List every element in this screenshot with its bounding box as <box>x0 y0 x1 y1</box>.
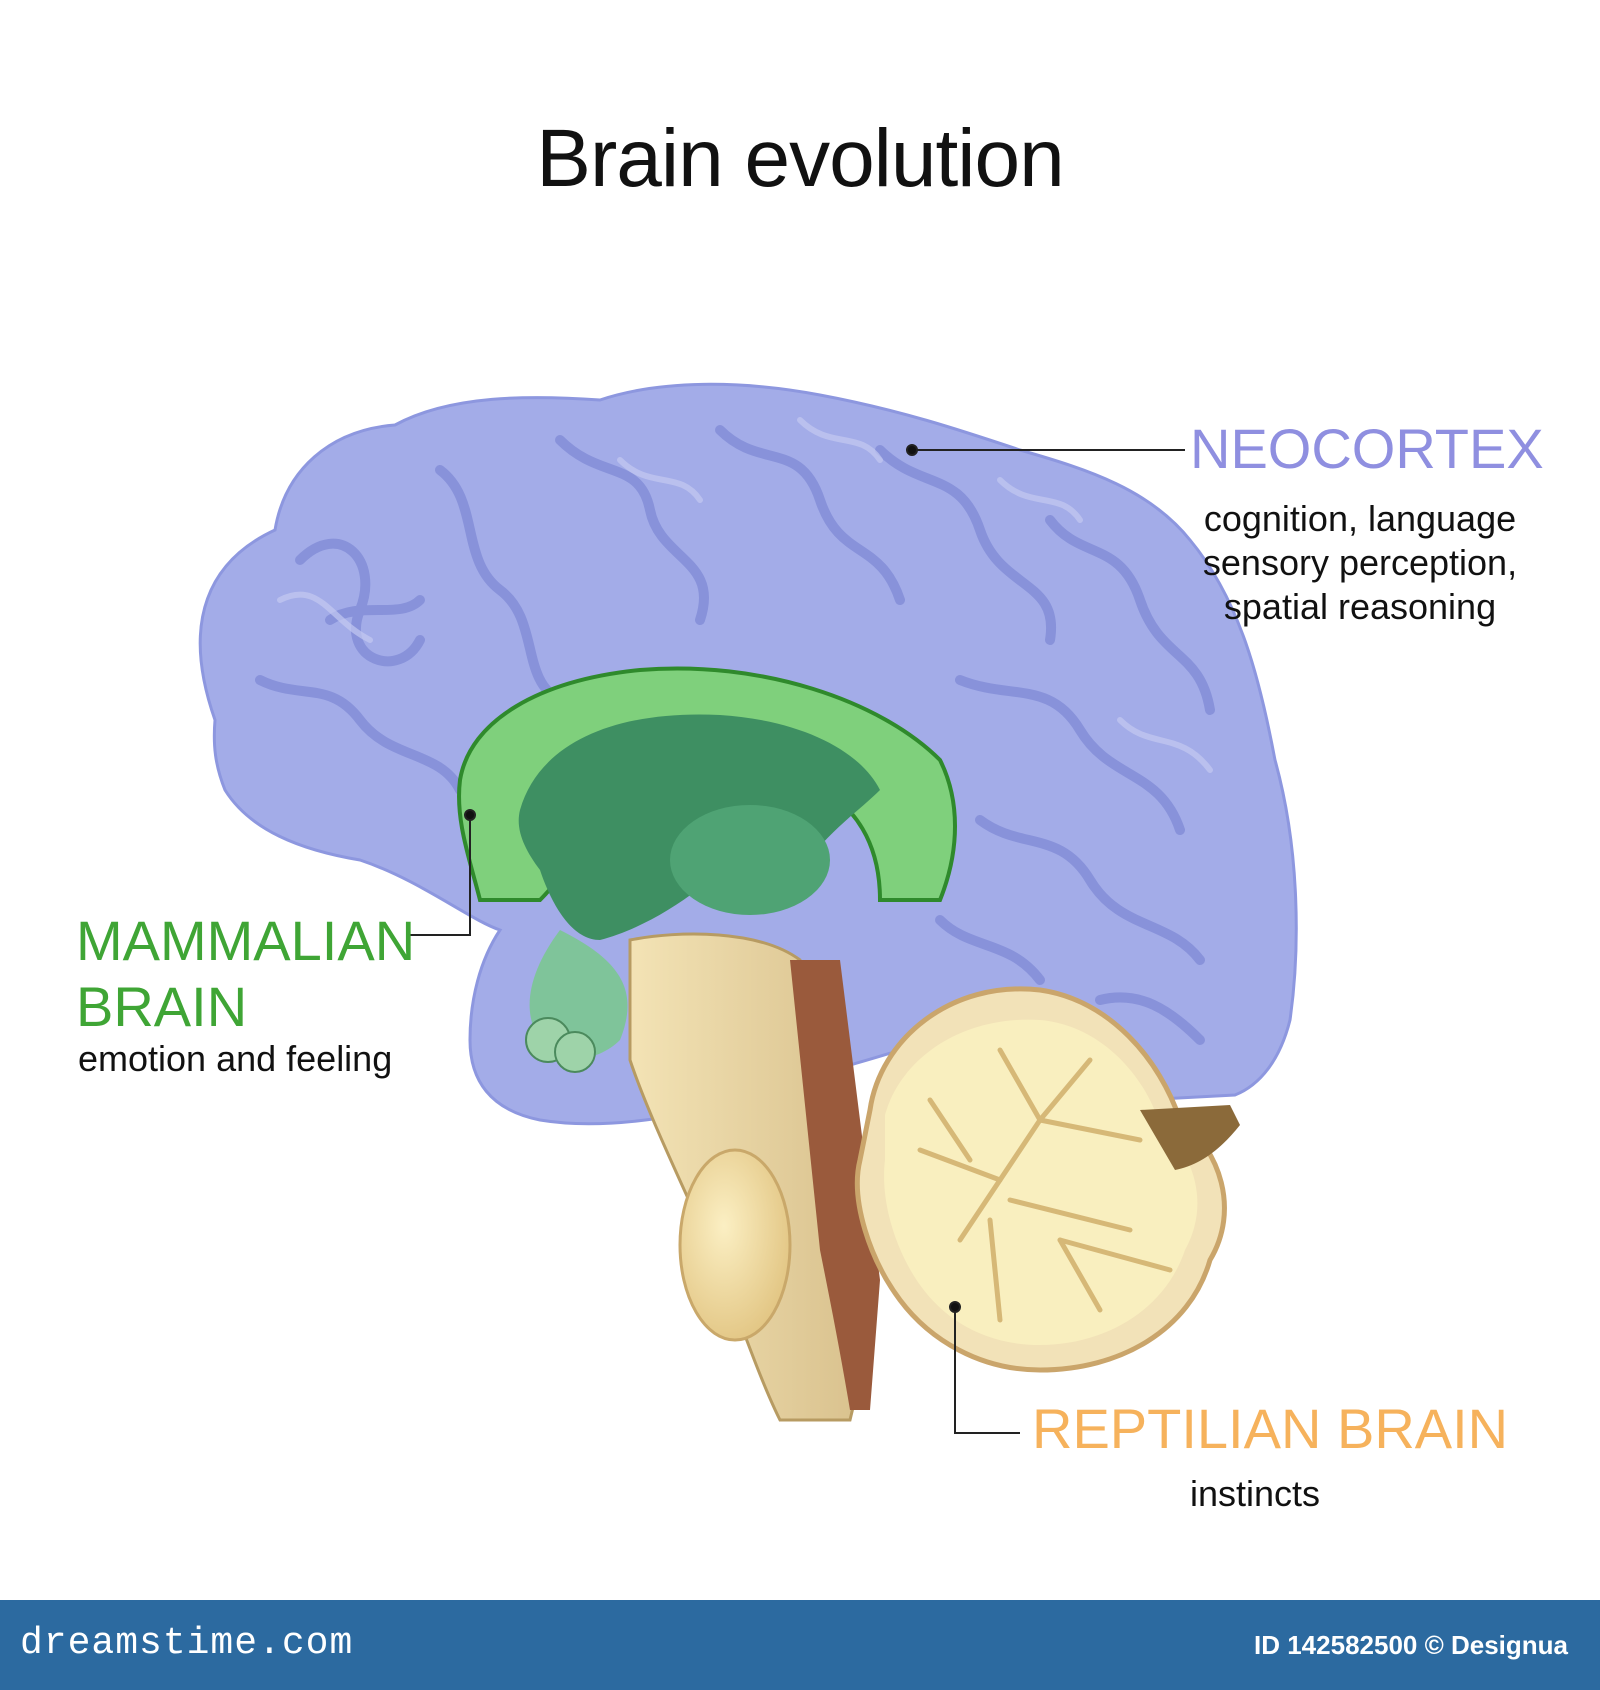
neocortex-desc-line: sensory perception, <box>1202 541 1518 583</box>
mammalian-brain-shape <box>457 666 957 1073</box>
mammalian-brain-description: emotion and feeling <box>78 1038 393 1079</box>
brain-diagram <box>198 382 1298 1434</box>
brain-stem-shape <box>628 932 880 1422</box>
neocortex-leader <box>906 444 1185 456</box>
diagram-title: Brain evolution <box>536 113 1064 204</box>
reptilian-brain-description: instincts <box>1190 1473 1321 1514</box>
mammalian-label-line: BRAIN <box>76 975 248 1039</box>
footer-bar: dreamstime.com ID 142582500 © Designua <box>0 1600 1600 1690</box>
reptilian-leader <box>949 1301 1020 1434</box>
reptilian-brain-shape <box>854 986 1240 1373</box>
footer-site[interactable]: dreamstime.com <box>20 1622 354 1665</box>
neocortex-desc-line: spatial reasoning <box>1223 585 1497 627</box>
neocortex-desc-line: cognition, language <box>1203 498 1517 539</box>
mammalian-leader <box>408 809 476 936</box>
footer-credit: ID 142582500 © Designua <box>1254 1630 1568 1660</box>
mammalian-label-line: MAMMALIAN <box>76 909 416 972</box>
neocortex-label: NEOCORTEX <box>1190 417 1544 480</box>
mammalian-brain-label: MAMMALIAN BRAIN <box>76 908 436 1040</box>
reptilian-brain-label: REPTILIAN BRAIN <box>1032 1397 1509 1460</box>
neocortex-description: cognition, language sensory perception, … <box>1190 497 1530 629</box>
